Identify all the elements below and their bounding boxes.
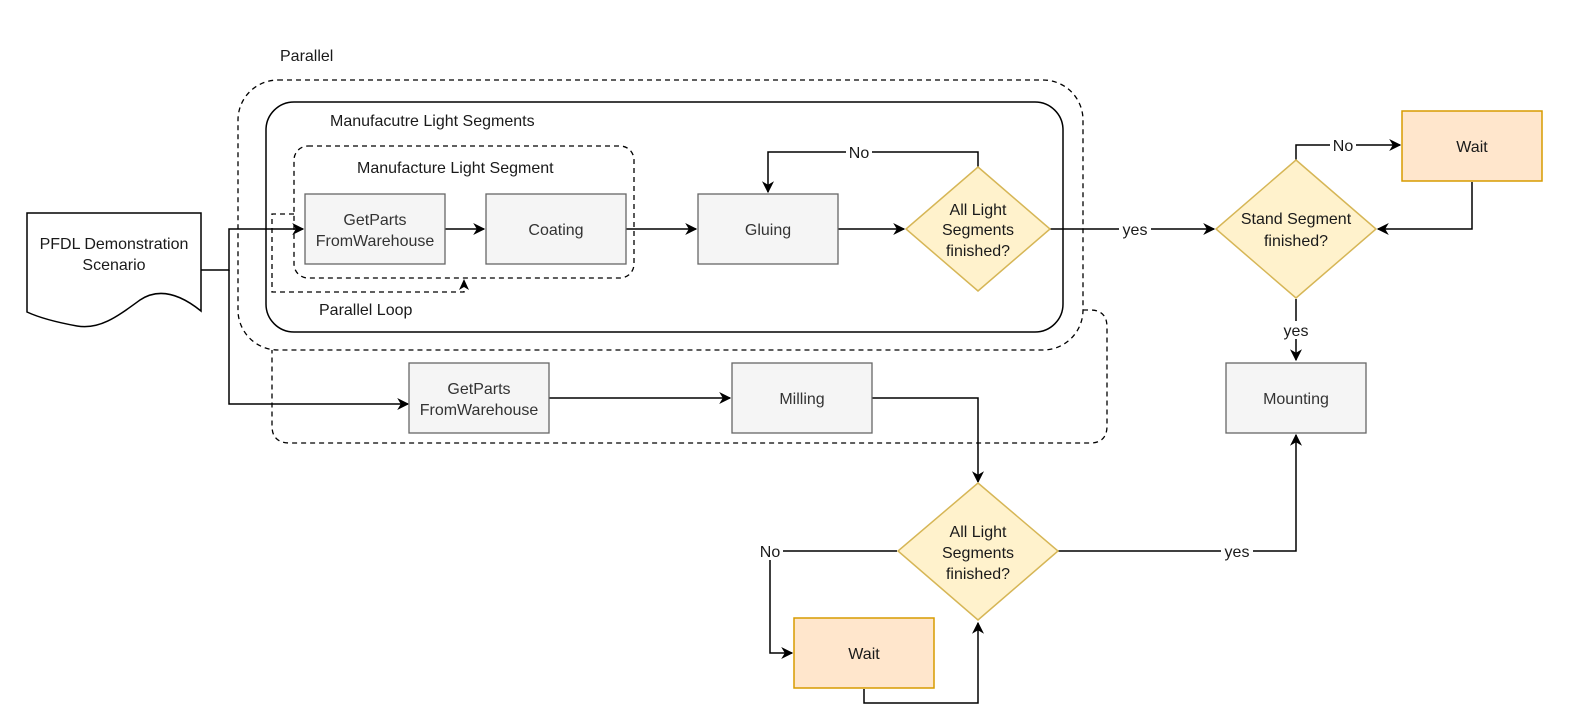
edge-label-light-bottom-no: No — [760, 544, 781, 561]
parallel-loop-arrowhead — [459, 279, 469, 290]
task-getparts-1-line1: GetParts — [343, 212, 406, 229]
task-coating-box — [485, 193, 627, 265]
task-getparts-2-line1: GetParts — [447, 381, 510, 398]
task-mounting-box — [1225, 362, 1367, 434]
decision-light-bottom-line2: Segments — [942, 545, 1014, 562]
label-bg-light-bottom-yes — [1221, 542, 1253, 560]
edge-label-stand-yes: yes — [1284, 323, 1309, 340]
edge-label-gluing-no: No — [849, 145, 870, 162]
task-mounting-label: Mounting — [1263, 391, 1329, 408]
manufacture-light-segment-label: Manufacture Light Segment — [357, 160, 554, 177]
task-wait-top-label: Wait — [1456, 139, 1488, 156]
task-wait-top-box — [1401, 110, 1543, 182]
parallel-loop-path — [271, 213, 465, 293]
edge-wait-to-decision — [863, 621, 984, 704]
edge-decision-yes-to-mounting — [1058, 433, 1302, 552]
edge-start-to-getparts-1 — [201, 223, 305, 271]
parallel-group-label: Parallel — [280, 48, 333, 65]
label-bg-gluing-no — [846, 143, 872, 161]
edge-stand-no-to-wait — [1295, 139, 1402, 160]
manufacture-light-segment-border — [293, 145, 635, 279]
parallel-loop-label: Parallel Loop — [319, 302, 413, 319]
task-getparts-1: GetParts FromWarehouse — [304, 193, 446, 265]
start-document-title-line1: PFDL Demonstration — [40, 236, 189, 253]
task-wait-bottom-box — [793, 617, 935, 689]
decision-light-top-line3: finished? — [946, 243, 1010, 260]
manufacture-light-segments-border — [265, 101, 1064, 333]
edge-label-light-bottom-yes: yes — [1225, 544, 1250, 561]
parallel-group: Parallel — [237, 48, 1084, 351]
edge-label-stand-no: No — [1333, 138, 1354, 155]
decision-light-top: All Light Segments finished? — [904, 166, 1052, 292]
decision-stand-line1: Stand Segment — [1241, 211, 1352, 228]
decision-stand-shape — [1214, 159, 1378, 299]
task-milling-label: Milling — [779, 391, 824, 408]
parallel-group-border — [237, 79, 1084, 351]
task-coating-label: Coating — [528, 222, 583, 239]
task-gluing-box — [697, 193, 839, 265]
label-bg-light-bottom-no — [757, 542, 783, 560]
decision-light-top-line2: Segments — [942, 222, 1014, 239]
task-getparts-1-box — [304, 193, 446, 265]
edge-decision-no-to-wait — [769, 550, 897, 659]
start-document-shape — [26, 212, 202, 328]
second-branch-group-border — [271, 309, 1108, 444]
label-bg-stand-no — [1330, 136, 1356, 154]
task-wait-bottom: Wait — [793, 617, 935, 689]
manufacture-light-segment-group: Manufacture Light Segment — [293, 145, 635, 279]
decision-light-top-line1: All Light — [950, 202, 1007, 219]
label-bg-stand-yes — [1280, 321, 1312, 339]
edge-labels: No yes No yes No yes — [757, 136, 1356, 561]
decision-light-bottom-shape — [896, 482, 1060, 621]
task-wait-top: Wait — [1401, 110, 1543, 182]
manufacture-light-segments-label: Manufacutre Light Segments — [330, 113, 535, 130]
decision-light-top-shape — [904, 166, 1052, 292]
edge-wait-to-stand — [1376, 182, 1473, 235]
task-getparts-2-line2: FromWarehouse — [420, 402, 539, 419]
task-coating: Coating — [485, 193, 627, 265]
edge-decision-no-to-gluing — [762, 151, 979, 194]
start-document: PFDL Demonstration Scenario — [26, 212, 202, 328]
task-milling-box — [731, 362, 873, 434]
start-document-title-line2: Scenario — [82, 257, 145, 274]
decision-light-bottom-line3: finished? — [946, 566, 1010, 583]
task-getparts-1-line2: FromWarehouse — [316, 233, 435, 250]
task-milling: Milling — [731, 362, 873, 434]
edge-start-to-getparts-2 — [228, 270, 410, 410]
decision-light-bottom: All Light Segments finished? — [896, 482, 1060, 621]
task-mounting: Mounting — [1225, 362, 1367, 434]
task-gluing: Gluing — [697, 193, 839, 265]
decision-light-bottom-line1: All Light — [950, 524, 1007, 541]
task-getparts-2-box — [408, 362, 550, 434]
parallel-loop: Parallel Loop — [271, 213, 469, 319]
edge-label-light-top-yes: yes — [1123, 222, 1148, 239]
edge-milling-to-decision — [872, 397, 984, 484]
decision-stand: Stand Segment finished? — [1214, 159, 1378, 299]
second-branch-group — [271, 309, 1108, 444]
task-gluing-label: Gluing — [745, 222, 791, 239]
decision-stand-line2: finished? — [1264, 233, 1328, 250]
label-bg-light-top-yes — [1119, 220, 1151, 238]
manufacture-light-segments-group: Manufacutre Light Segments — [265, 101, 1064, 333]
task-wait-bottom-label: Wait — [848, 646, 880, 663]
task-getparts-2: GetParts FromWarehouse — [408, 362, 550, 434]
